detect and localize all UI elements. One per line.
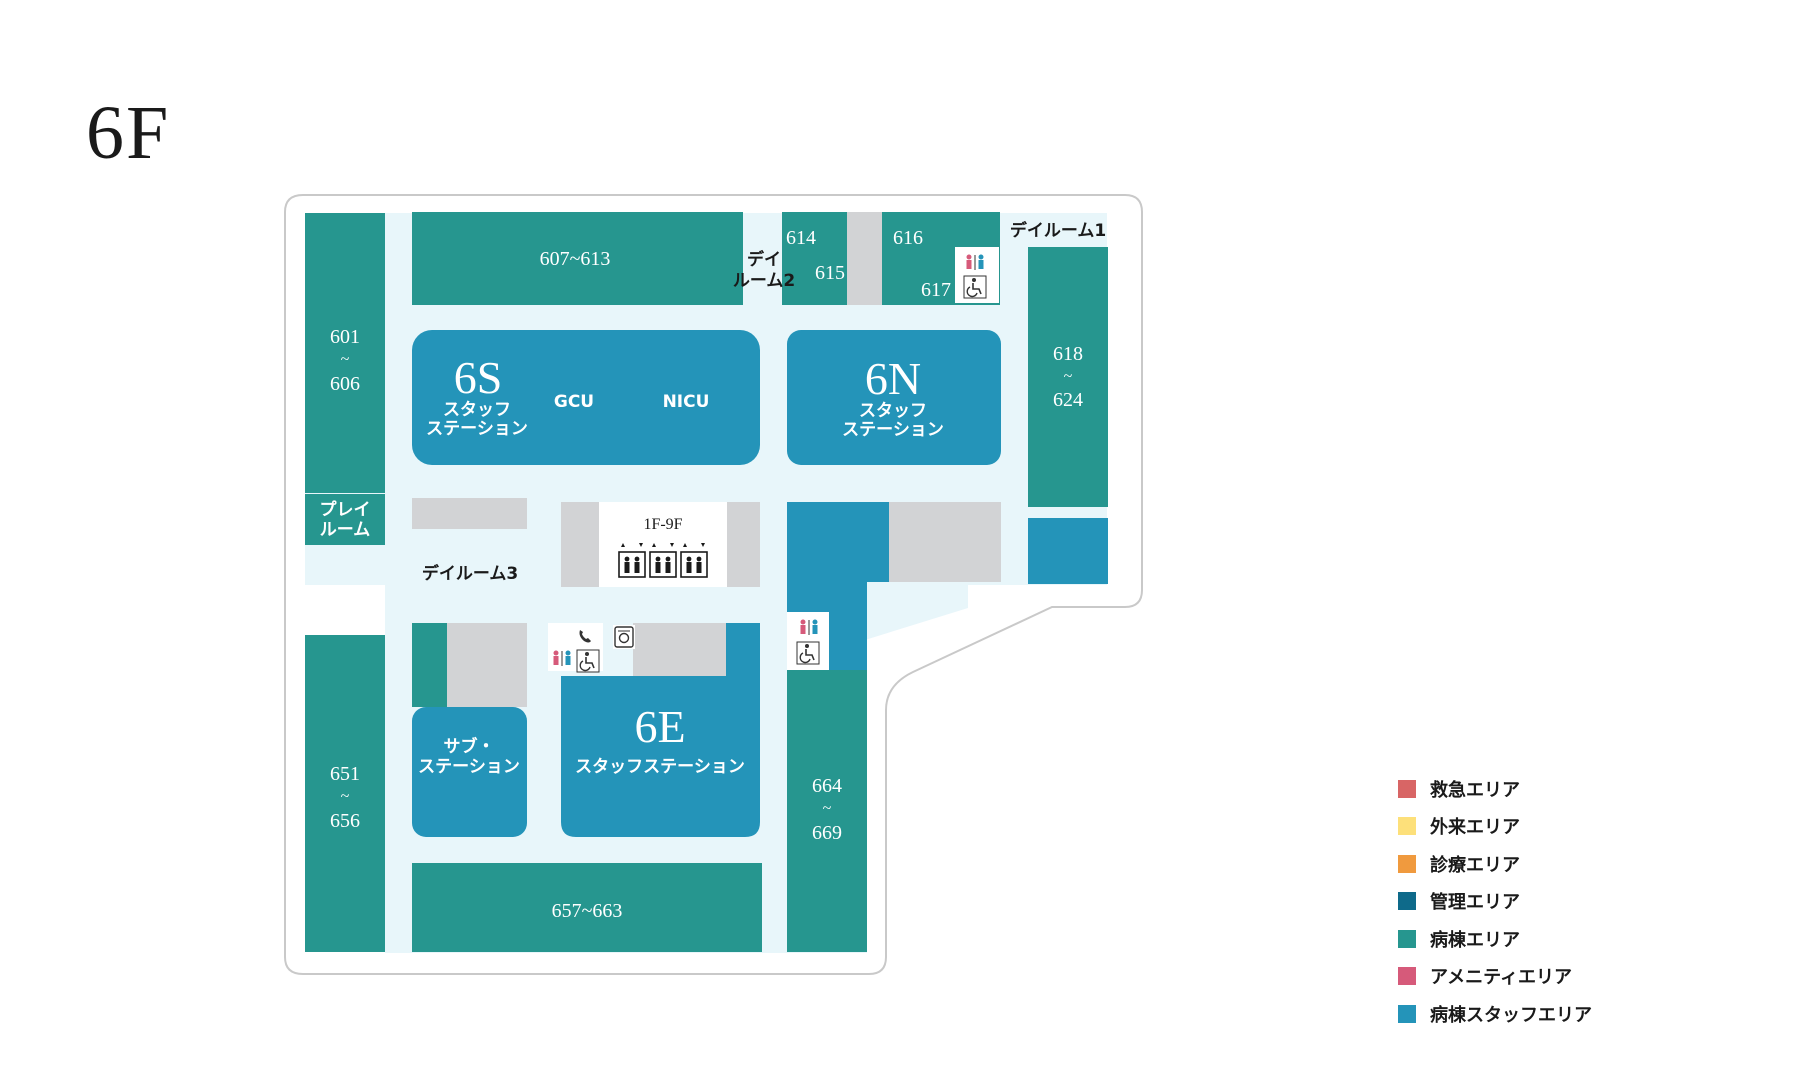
legend-swatch <box>1398 892 1416 911</box>
playroom-label-line2: ルーム <box>320 520 371 540</box>
dayroom-3-label: デイルーム3 <box>422 563 518 584</box>
station-6e <box>561 623 760 837</box>
wheelchair-icon <box>796 641 820 665</box>
room-657-label: 657~663 <box>552 900 623 922</box>
playroom-label-line1: プレイ <box>320 499 371 520</box>
legend-swatch <box>1398 854 1416 873</box>
room-618-label-tilde: ~ <box>1064 368 1073 385</box>
sub-station-line2: ステーション <box>418 757 520 777</box>
laundry-icon <box>614 626 634 648</box>
room-615-label: 615 <box>815 262 845 284</box>
legend-swatch <box>1398 967 1416 986</box>
staff-block-east <box>1028 518 1108 584</box>
room-618-label-bottom: 624 <box>1053 389 1083 411</box>
room-601-label-tilde: ~ <box>341 351 350 368</box>
room-651-label-bottom: 656 <box>330 810 360 832</box>
dayroom-2-label-line1: デイ <box>747 249 781 270</box>
room-651-label-tilde: ~ <box>341 788 350 805</box>
legend-label: 救急エリア <box>1430 779 1520 801</box>
station-6e-name: 6E <box>634 701 685 752</box>
room-607-label: 607~613 <box>540 248 611 270</box>
elevator-icon <box>649 543 677 578</box>
legend-swatch <box>1398 779 1416 798</box>
room-651-label-top: 651 <box>330 763 360 785</box>
room-664-label-tilde: ~ <box>823 800 832 817</box>
room-607-613 <box>412 212 743 305</box>
legend-label: 病棟スタッフエリア <box>1430 1004 1592 1026</box>
room-651-656 <box>305 635 385 952</box>
phone-icon <box>579 630 591 643</box>
floor-title: 6F <box>86 91 171 175</box>
legend-item: 病棟スタッフエリア <box>1398 995 1592 1033</box>
station-6e-line1: スタッフステーション <box>575 757 745 777</box>
elevator-label: 1F-9F <box>643 516 682 533</box>
wheelchair-icon <box>963 275 987 299</box>
legend-label: 外来エリア <box>1430 817 1520 839</box>
room-618-624 <box>1028 247 1108 507</box>
restroom-icon <box>553 650 571 666</box>
ward-rooms <box>305 212 1108 952</box>
nicu-label: NICU <box>663 392 710 412</box>
room-614-615 <box>782 212 847 305</box>
station-6n-line1: スタッフ <box>859 401 927 421</box>
restroom-icon <box>966 254 984 270</box>
playroom <box>305 494 385 545</box>
room-664-669 <box>787 670 867 952</box>
station-6n-name: 6N <box>865 353 921 404</box>
legend-item: 救急エリア <box>1398 770 1592 808</box>
sub-station-line1: サブ・ <box>444 736 495 757</box>
legend: 救急エリア外来エリア診療エリア管理エリア病棟エリアアメニティエリア病棟スタッフエ… <box>1398 770 1592 1033</box>
legend-item: アメニティエリア <box>1398 958 1592 996</box>
station-6n <box>787 330 1001 465</box>
legend-swatch <box>1398 817 1416 836</box>
wheelchair-icon <box>576 649 600 673</box>
room-601-label-top: 601 <box>330 326 360 348</box>
dayroom-1-label: デイルーム1 <box>1010 220 1106 241</box>
room-601-label-bottom: 606 <box>330 373 360 395</box>
dayroom-2-label-line2: ルーム2 <box>733 271 795 291</box>
room-657-663 <box>412 863 762 952</box>
station-6s <box>412 330 760 465</box>
legend-label: 診療エリア <box>1430 854 1520 876</box>
room-small-e <box>412 623 447 707</box>
legend-swatch <box>1398 1004 1416 1023</box>
room-664-label-bottom: 669 <box>812 822 842 844</box>
gcu-label: GCU <box>554 392 594 412</box>
room-618-label-top: 618 <box>1053 343 1083 365</box>
room-617-label: 617 <box>921 279 951 301</box>
legend-item: 診療エリア <box>1398 845 1592 883</box>
restroom-icon <box>800 619 818 635</box>
legend-item: 外来エリア <box>1398 808 1592 846</box>
legend-label: 病棟エリア <box>1430 929 1520 951</box>
station-6s-name: 6S <box>454 352 503 403</box>
room-664-label-top: 664 <box>812 775 842 797</box>
station-6s-line2: ステーション <box>426 419 528 439</box>
legend-swatch <box>1398 929 1416 948</box>
legend-label: 管理エリア <box>1430 892 1520 914</box>
service-areas <box>412 212 1001 707</box>
elevator-icon <box>618 543 646 578</box>
legend-label: アメニティエリア <box>1430 967 1573 989</box>
elevator-icon <box>680 543 708 578</box>
station-6n-line2: ステーション <box>842 420 944 440</box>
legend-item: 病棟エリア <box>1398 920 1592 958</box>
room-601-606 <box>305 213 385 493</box>
station-6s-line1: スタッフ <box>443 400 511 420</box>
room-614-label: 614 <box>786 227 816 249</box>
room-616-label: 616 <box>893 227 923 249</box>
legend-item: 管理エリア <box>1398 883 1592 921</box>
sub-station <box>412 707 527 837</box>
